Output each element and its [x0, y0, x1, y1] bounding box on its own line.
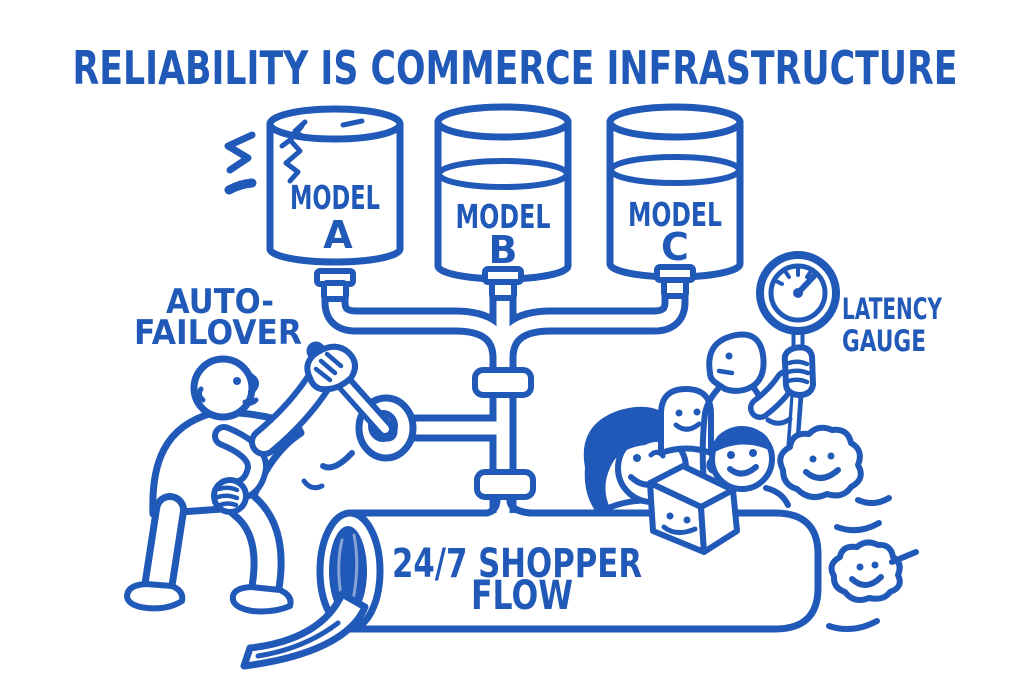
pipe-manifold: [321, 274, 689, 529]
tank-b-variant: B: [489, 228, 518, 272]
latency-gauge-icon: [756, 251, 840, 465]
spark-icon: [224, 131, 257, 195]
worker-figure: [124, 343, 358, 615]
tank-c-label: MODEL: [628, 195, 722, 234]
man-hand: [765, 344, 816, 426]
auto-failover-label: AUTO- FAILOVER: [134, 282, 302, 353]
tank-model-c: MODEL C: [606, 103, 744, 299]
motion-marks: [320, 450, 355, 471]
fill-level-line: [608, 154, 742, 186]
page-title: RELIABILITY IS COMMERCE INFRASTRUCTURE: [73, 41, 958, 95]
auto-failover-line2: FAILOVER: [134, 313, 302, 353]
latency-gauge-line2: GAUGE: [842, 324, 926, 358]
crack-icon: [279, 119, 308, 184]
boy-hair: [712, 427, 772, 453]
latency-gauge-label: LATENCY GAUGE: [842, 292, 943, 358]
tank-top-mark: [340, 118, 365, 128]
shopper-group: [583, 251, 864, 517]
water-stream: [240, 590, 369, 670]
tank-c-variant: C: [661, 225, 689, 269]
fill-level-line: [436, 158, 570, 190]
pipe-coupling-upper: [472, 367, 534, 398]
tank-b-label: MODEL: [456, 197, 551, 236]
tank-a-label: MODEL: [290, 178, 380, 217]
tank-a-variant: A: [323, 213, 353, 257]
shopper-ghost: [658, 386, 714, 456]
auto-failover-line1: AUTO-: [166, 282, 274, 322]
smiling-box: [647, 463, 740, 555]
pipe-coupling-lower: [474, 469, 536, 500]
pipe-flow-label-line1: 24/7 SHOPPER: [392, 541, 642, 587]
tank-model-b: MODEL B: [434, 103, 572, 301]
smiley-cloud-1: [777, 424, 864, 501]
tank-model-a: MODEL A: [266, 105, 404, 302]
pipe-flow-label-line2: FLOW: [471, 573, 573, 619]
motion-lines: [826, 495, 892, 633]
worker-shoe-right: [229, 584, 294, 615]
worker-shoe-left: [124, 581, 186, 612]
smiley-cloud-2: [828, 539, 919, 603]
latency-gauge-line1: LATENCY: [842, 292, 943, 326]
